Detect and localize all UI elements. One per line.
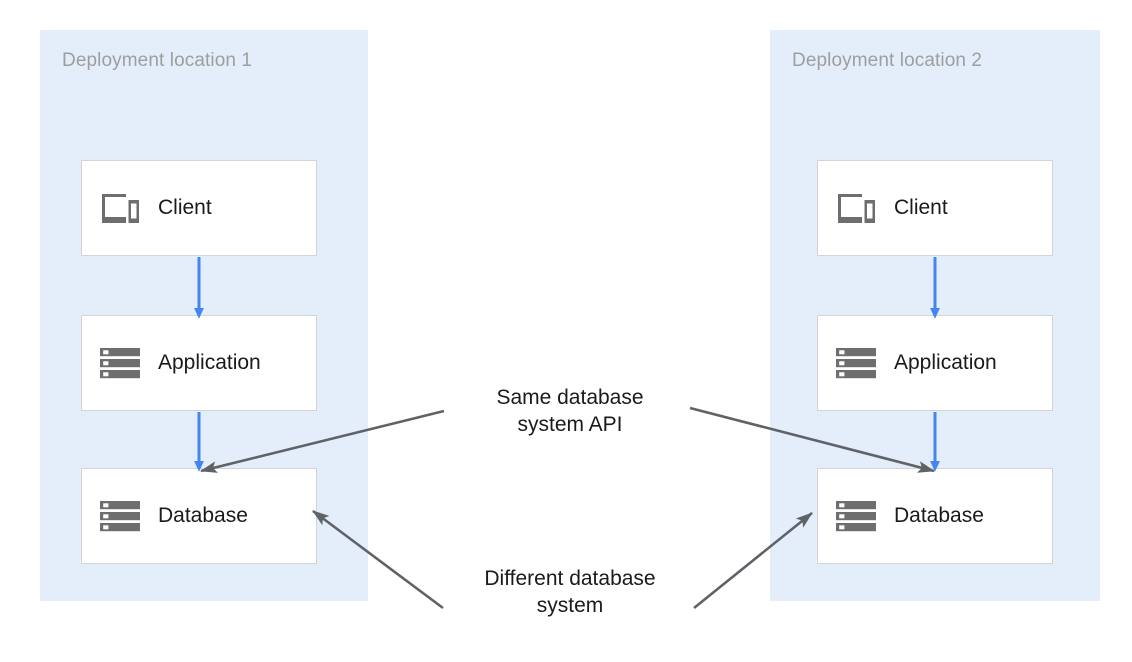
node-database-1-label: Database xyxy=(158,504,248,527)
annotation-same-database-system-api: Same database system API xyxy=(496,386,644,436)
deployment-zone-2-label: Deployment location 2 xyxy=(792,50,983,71)
storage-icon xyxy=(835,345,877,381)
deployment-zone-1-label: Deployment location 1 xyxy=(62,50,253,71)
node-database-2-label: Database xyxy=(894,504,984,527)
node-client-1[interactable]: Client xyxy=(81,160,317,256)
node-client-2-label: Client xyxy=(894,196,948,219)
storage-icon xyxy=(835,498,877,534)
storage-icon xyxy=(99,498,141,534)
node-database-2[interactable]: Database xyxy=(817,468,1053,564)
node-application-1[interactable]: Application xyxy=(81,315,317,411)
node-client-2[interactable]: Client xyxy=(817,160,1053,256)
devices-icon xyxy=(835,190,877,226)
devices-icon xyxy=(99,190,141,226)
annotation-different-database-system: Different database system xyxy=(484,567,656,617)
node-application-2[interactable]: Application xyxy=(817,315,1053,411)
node-application-1-label: Application xyxy=(158,351,261,374)
node-database-1[interactable]: Database xyxy=(81,468,317,564)
node-client-1-label: Client xyxy=(158,196,212,219)
node-application-2-label: Application xyxy=(894,351,997,374)
storage-icon xyxy=(99,345,141,381)
